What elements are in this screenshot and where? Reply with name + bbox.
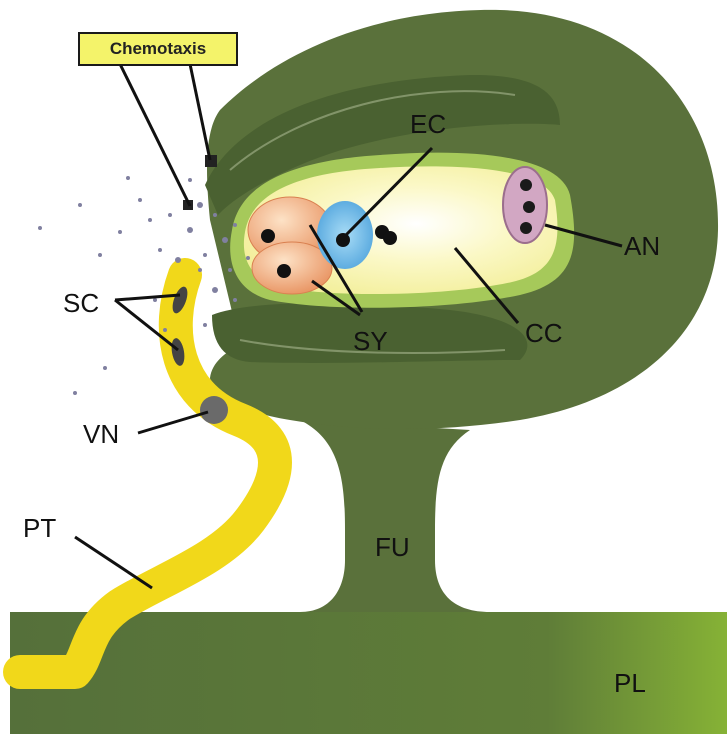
antipodal-nucleus-3 (520, 222, 532, 234)
sy-label: SY (353, 328, 388, 354)
vegetative-nucleus (200, 396, 228, 424)
leader-pt (75, 537, 152, 588)
ec-label: EC (410, 111, 446, 137)
leader-vn (138, 412, 208, 433)
polar-nucleus-2 (383, 231, 397, 245)
pl-label: PL (614, 670, 646, 696)
sc-label: SC (63, 290, 99, 316)
leader-chemotaxis-2 (190, 64, 210, 160)
chemotaxis-marker-1 (205, 155, 217, 167)
funiculus (300, 420, 470, 612)
cc-label: CC (525, 320, 563, 346)
leader-chemotaxis-1 (120, 64, 190, 206)
chemotaxis-label: Chemotaxis (78, 32, 238, 66)
antipodal-nucleus-1 (520, 179, 532, 191)
synergid-nucleus-upper (261, 229, 275, 243)
an-label: AN (624, 233, 660, 259)
fu-label: FU (375, 534, 410, 560)
pt-label: PT (23, 515, 56, 541)
funiculus-foot-right (435, 560, 490, 612)
vn-label: VN (83, 421, 119, 447)
antipodal-nucleus-2 (523, 201, 535, 213)
funiculus-foot-left (300, 560, 345, 612)
synergid-nucleus-lower (277, 264, 291, 278)
